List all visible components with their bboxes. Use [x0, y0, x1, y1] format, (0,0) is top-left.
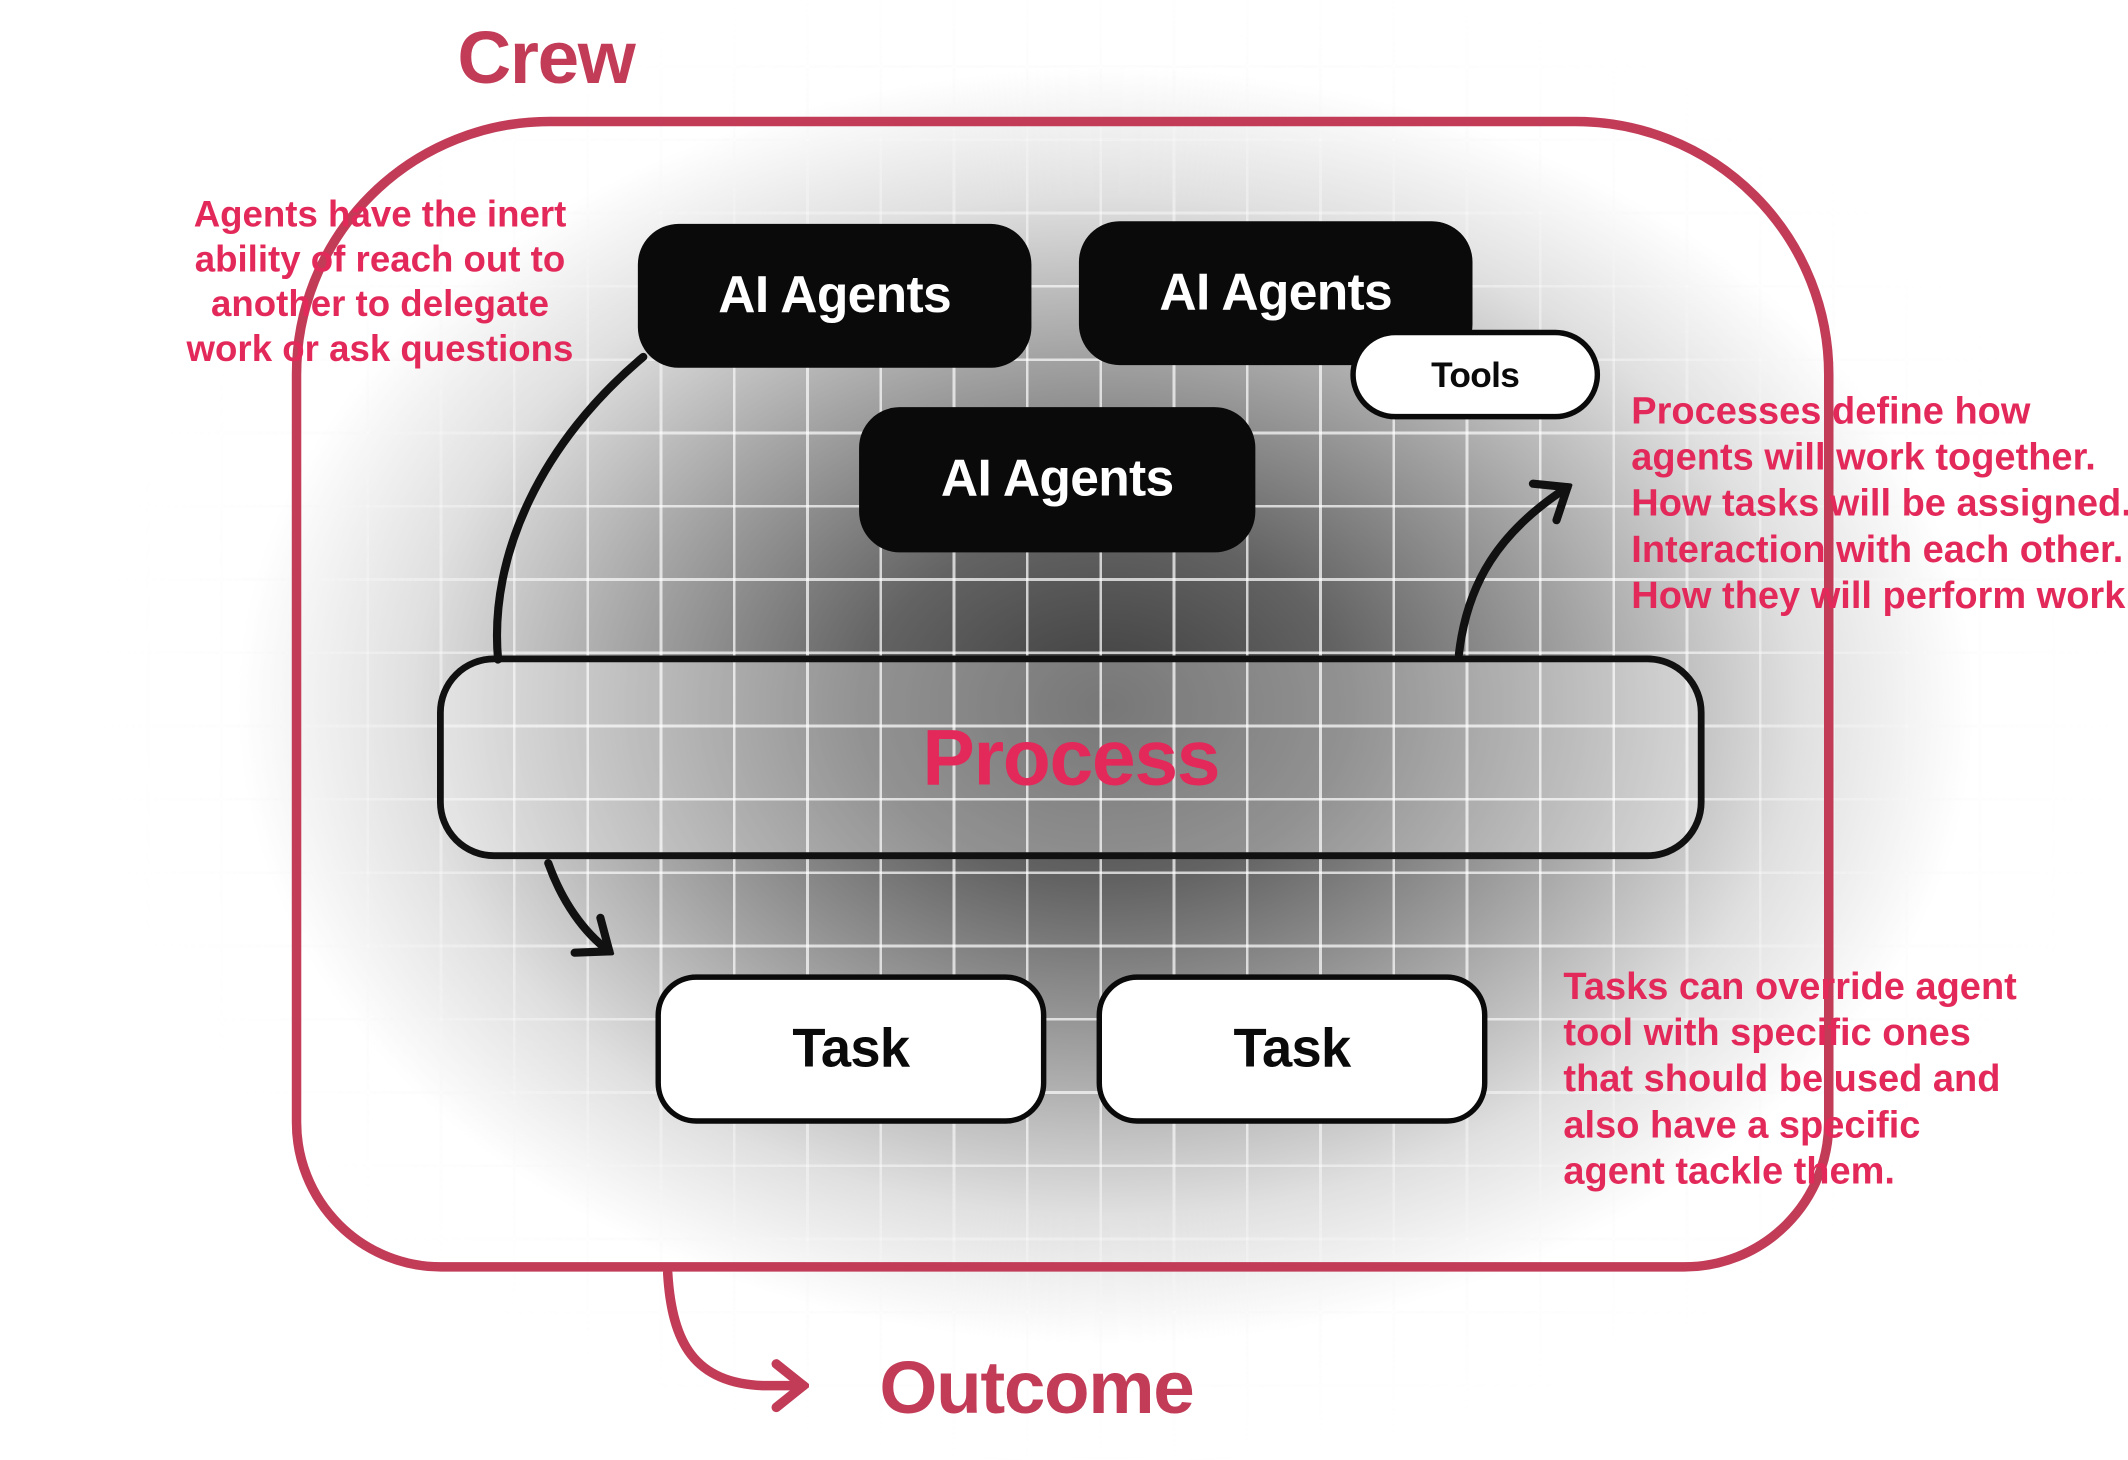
- tools-node: Tools: [1350, 329, 1601, 420]
- task-node-2-label: Task: [1233, 1018, 1351, 1079]
- task-node-1-label: Task: [792, 1018, 910, 1079]
- crew-label: Crew: [457, 14, 635, 100]
- ai-agents-node-2: AI Agents: [1078, 221, 1473, 366]
- ai-agents-node-1: AI Agents: [637, 223, 1032, 368]
- process-node: Process: [436, 655, 1705, 860]
- ai-agents-node-3-label: AI Agents: [940, 450, 1174, 508]
- tasks-note: Tasks can override agent tool with speci…: [1563, 964, 2017, 1192]
- ai-agents-node-1-label: AI Agents: [718, 266, 951, 324]
- ai-agents-node-2-label: AI Agents: [1159, 263, 1393, 321]
- tools-node-label: Tools: [1431, 353, 1520, 395]
- delegation-note: Agents have the inert ability of reach o…: [186, 194, 574, 370]
- process-node-label: Process: [922, 713, 1220, 802]
- outcome-label: Outcome: [879, 1344, 1194, 1430]
- task-node-1: Task: [655, 974, 1047, 1124]
- task-node-2: Task: [1096, 974, 1488, 1124]
- crew-boundary: [291, 116, 1834, 1272]
- ai-agents-node-3: AI Agents: [859, 407, 1256, 553]
- process-note: Processes define how agents will work to…: [1631, 389, 2128, 617]
